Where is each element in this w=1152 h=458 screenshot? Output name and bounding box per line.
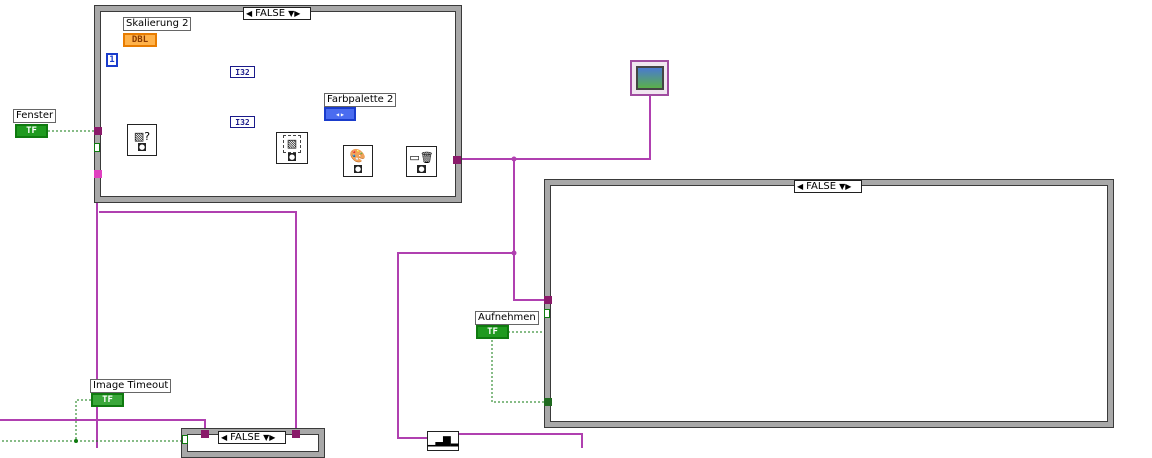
terminal-tf[interactable]: TF <box>15 124 48 138</box>
dropdown-icon[interactable]: ▼ <box>263 433 270 442</box>
case-selector-value: FALSE <box>230 432 261 443</box>
wire-image <box>397 252 514 439</box>
window-property-node[interactable]: ▧? ● <box>127 124 157 156</box>
label-aufnehmen: Aufnehmen <box>475 311 539 325</box>
next-case-icon[interactable]: ▶ <box>845 182 852 191</box>
label-image-timeout: Image Timeout <box>90 379 172 393</box>
case-selector[interactable]: ◀ FALSE ▼ ▶ <box>243 7 311 20</box>
case-selector[interactable]: ◀ FALSE ▼ ▶ <box>218 431 286 444</box>
terminal-dot-icon: ● <box>287 153 297 161</box>
tunnel-image-in <box>292 430 300 438</box>
histogram-node[interactable]: ▁▃▇▂ <box>427 431 459 451</box>
next-case-icon[interactable]: ▶ <box>269 433 276 442</box>
tunnel-bool <box>544 309 550 318</box>
label-farbpalette: Farbpalette 2 <box>324 93 397 107</box>
window-property-icon: ▧? <box>133 129 151 143</box>
terminal-i32[interactable]: I32 <box>230 116 255 128</box>
tunnel-bool <box>182 435 188 444</box>
wire-image <box>456 433 583 448</box>
terminal-ring[interactable]: ◂▸ <box>324 107 356 121</box>
display-image-vi-icon <box>635 66 664 90</box>
histogram-icon: ▁▃▇▂ <box>427 435 459 447</box>
prev-case-icon[interactable]: ◀ <box>221 433 228 442</box>
case-structure-right[interactable] <box>544 179 1114 428</box>
wire-image <box>461 93 651 160</box>
case-selector[interactable]: ◀ FALSE ▼ ▶ <box>794 180 862 193</box>
tunnel-image-in <box>94 127 102 135</box>
case-selector-value: FALSE <box>255 8 286 19</box>
tunnel-image-in <box>544 296 552 304</box>
window-setup-node[interactable]: ▧ ● <box>276 132 308 164</box>
tunnel-image <box>94 170 102 178</box>
wire-image <box>513 159 548 301</box>
window-setup-icon: ▧ <box>282 135 302 153</box>
terminal-tf[interactable]: TF <box>476 325 509 339</box>
tunnel-image-in <box>201 430 209 438</box>
wire-image <box>0 419 206 434</box>
prev-case-icon[interactable]: ◀ <box>246 9 253 18</box>
terminal-dot-icon: ● <box>417 165 426 173</box>
dropdown-icon[interactable]: ▼ <box>288 9 295 18</box>
constant-one[interactable]: 1 <box>106 53 118 67</box>
wire-image <box>99 211 297 434</box>
display-image-vi[interactable] <box>630 60 669 96</box>
terminal-dbl[interactable]: DBL <box>123 33 157 47</box>
wire-bool <box>0 399 91 442</box>
tunnel-image-out <box>453 156 461 164</box>
window-close-icon: ▭🗑 <box>409 151 434 164</box>
terminal-tf[interactable]: TF <box>91 393 124 407</box>
case-selector-value: FALSE <box>806 181 837 192</box>
palette-icon: 🎨 <box>349 149 367 164</box>
tunnel-bool-in <box>544 398 552 406</box>
terminal-dot-icon: ● <box>137 142 147 151</box>
terminal-dot-icon: ● <box>353 165 363 173</box>
label-skalierung: Skalierung 2 <box>123 17 192 31</box>
terminal-i32[interactable]: I32 <box>230 66 255 78</box>
tunnel-bool <box>94 143 100 152</box>
wire-bool <box>491 340 545 403</box>
next-case-icon[interactable]: ▶ <box>294 9 301 18</box>
label-fenster: Fenster <box>13 109 57 123</box>
prev-case-icon[interactable]: ◀ <box>797 182 804 191</box>
window-close-node[interactable]: ▭🗑 ● <box>406 146 437 177</box>
dropdown-icon[interactable]: ▼ <box>839 182 846 191</box>
palette-node[interactable]: 🎨 ● <box>343 145 373 177</box>
